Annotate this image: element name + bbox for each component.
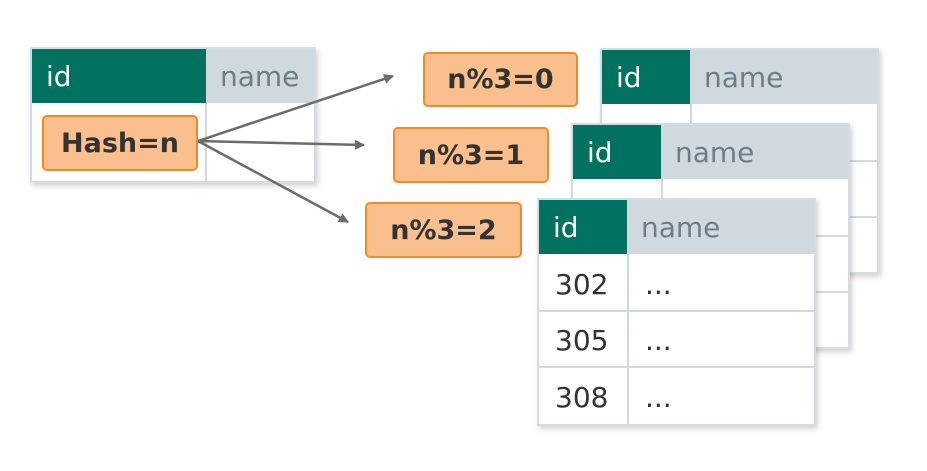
- source-table: id name: [30, 47, 316, 183]
- condition-box-0: n%3=0: [423, 52, 578, 107]
- shard-0-header-name: name: [690, 50, 877, 104]
- shard-2-header-id: id: [539, 200, 627, 254]
- source-header-id: id: [32, 49, 206, 103]
- shard-1-header-id: id: [573, 125, 661, 179]
- shard-table-2: id name 302 ... 305 ... 308 ...: [537, 198, 816, 426]
- shard-2-row-divider: [539, 366, 814, 368]
- hash-box: Hash=n: [42, 115, 198, 171]
- shard-1-header-name: name: [661, 125, 848, 179]
- condition-box-2: n%3=2: [365, 202, 522, 258]
- source-header-name: name: [206, 49, 314, 103]
- condition-box-1: n%3=1: [393, 127, 549, 183]
- row-name-cell: ...: [645, 323, 672, 357]
- shard-2-row-divider: [539, 310, 814, 312]
- arrow-to-shard-2: [197, 139, 349, 224]
- row-name-cell: ...: [645, 267, 672, 301]
- shard-2-column-divider: [627, 254, 629, 424]
- arrow-to-shard-1: [197, 139, 365, 150]
- row-name-cell: ...: [645, 380, 672, 414]
- arrow-to-shard-0: [197, 74, 394, 143]
- row-id-cell: 305: [555, 323, 609, 357]
- row-id-cell: 302: [555, 267, 609, 301]
- shard-0-header-id: id: [602, 50, 690, 104]
- shard-2-header-name: name: [627, 200, 814, 254]
- row-id-cell: 308: [555, 380, 609, 414]
